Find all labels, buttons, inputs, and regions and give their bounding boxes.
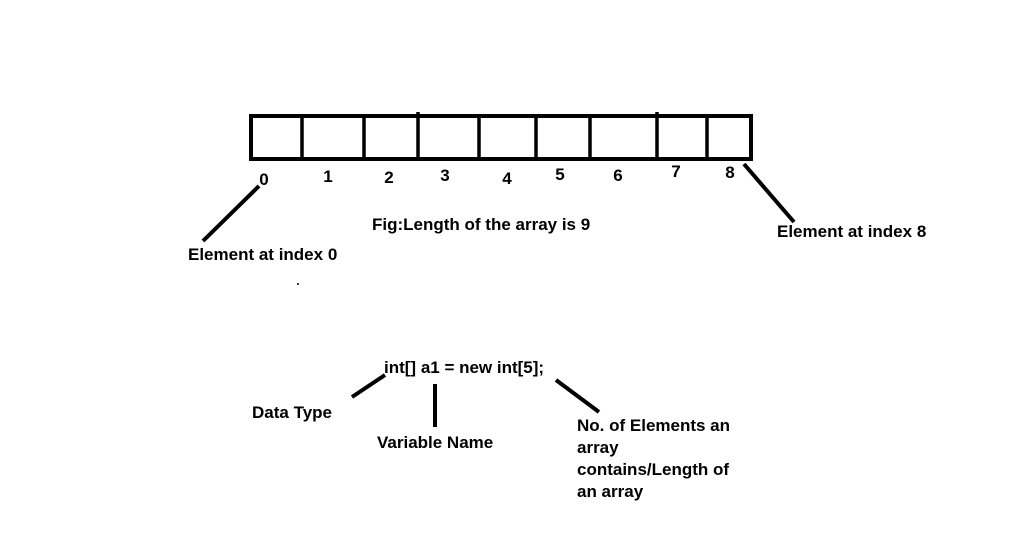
label-array-length-line-4: an array [577, 482, 644, 501]
array-index-label: 6 [613, 166, 623, 185]
array-index-label: 2 [384, 168, 394, 187]
array-box [249, 114, 753, 161]
pointer-line-length [554, 378, 601, 414]
code-declaration: int[] a1 = new int[5]; [384, 358, 545, 377]
label-array-length: No. of Elements an array contains/Length… [577, 415, 762, 503]
label-array-length-line-3: contains/Length of [577, 460, 730, 479]
array-index-label: 4 [502, 169, 512, 188]
stray-dot [297, 283, 299, 285]
array-cell-dividers [300, 112, 709, 161]
array-caption: Fig:Length of the array is 9 [372, 215, 591, 234]
pointer-line-index-0 [201, 184, 261, 243]
array-index-label: 1 [323, 167, 333, 186]
label-element-index-8: Element at index 8 [777, 222, 927, 241]
array-index-label: 5 [555, 165, 565, 184]
label-array-length-line-1: No. of Elements an [577, 416, 731, 435]
pointer-line-index-8 [742, 162, 796, 224]
array-index-label: 8 [725, 163, 735, 182]
array-index-label: 3 [440, 166, 450, 185]
array-index-label: 0 [259, 170, 269, 189]
pointer-line-data-type [350, 373, 387, 399]
label-array-length-line-2: array [577, 438, 619, 457]
array-index-label: 7 [671, 162, 681, 181]
label-element-index-0: Element at index 0 [188, 245, 338, 264]
label-variable-name: Variable Name [377, 433, 494, 452]
label-data-type: Data Type [252, 403, 332, 422]
